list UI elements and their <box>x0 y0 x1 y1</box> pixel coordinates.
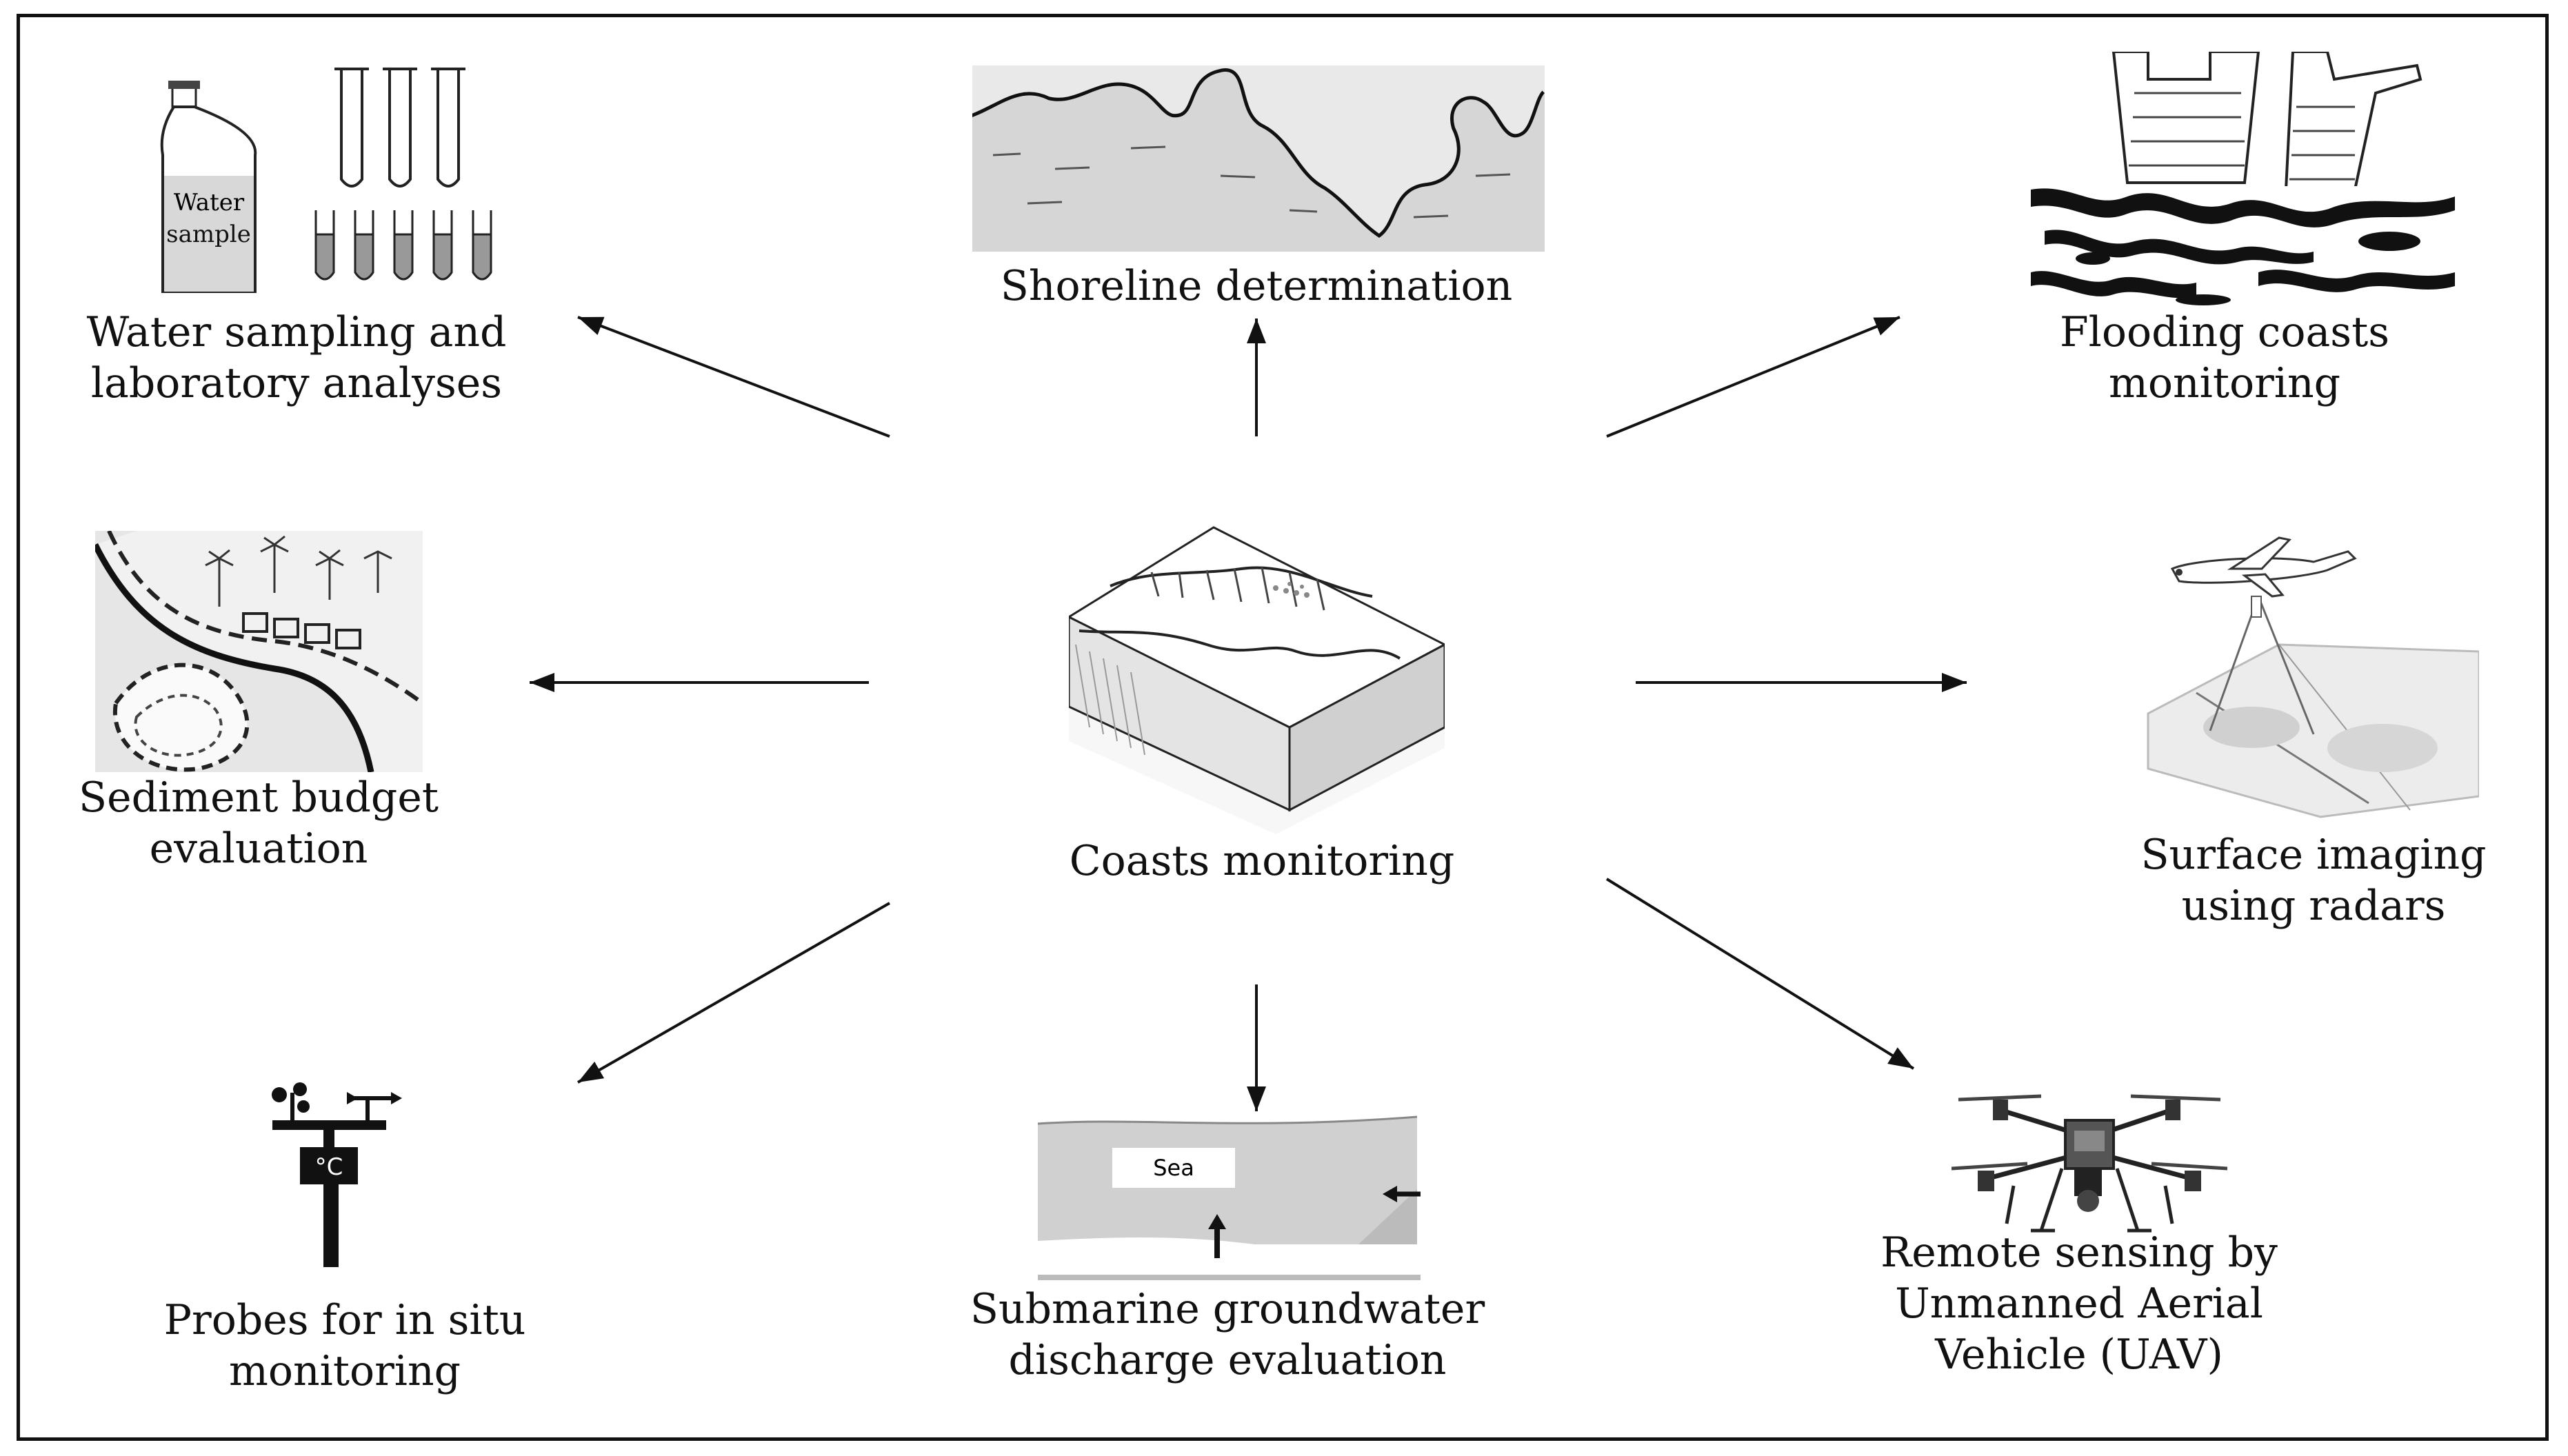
sea-label: Sea <box>1153 1155 1194 1181</box>
sediment-image <box>95 531 423 772</box>
water-bottle-and-test-tubes-icon: Water <box>160 68 492 293</box>
label-line: Coasts monitoring <box>1069 837 1455 885</box>
probes-label: Probes for in situ monitoring <box>164 1295 526 1397</box>
probes-image: °C <box>265 1082 403 1268</box>
arrow-to-probes <box>577 902 890 1084</box>
arrow-to-uav <box>1605 878 1915 1070</box>
label-line: using radars <box>2181 882 2446 930</box>
radar-label: Surface imaging using radars <box>2140 829 2486 931</box>
label-line: monitoring <box>2108 359 2341 407</box>
label-line: Unmanned Aerial <box>1895 1280 2263 1328</box>
label-line: Shoreline determination <box>1000 262 1513 310</box>
label-line: discharge evaluation <box>1008 1336 1447 1384</box>
label-line: Surface imaging <box>2140 831 2487 879</box>
center-image <box>1069 520 1445 834</box>
sediment-label: Sediment budget evaluation <box>79 772 439 874</box>
drone-icon <box>1952 1094 2227 1233</box>
groundwater-cross-section-icon: Sea <box>1037 1115 1421 1280</box>
temperature-display: °C <box>315 1153 343 1181</box>
coastal-block-diagram-icon <box>1069 526 1445 834</box>
shoreline-map-icon <box>972 68 1545 252</box>
arrow-to-flooding <box>1606 316 1900 438</box>
label-line: Vehicle (UAV) <box>1935 1331 2223 1379</box>
center-label: Coasts monitoring <box>1070 836 1455 887</box>
flooded-coast-icon <box>2031 52 2455 307</box>
label-line: laboratory analyses <box>90 359 503 407</box>
water-sampling-image: Water sample <box>159 65 517 293</box>
label-line: Water sampling and <box>86 308 507 356</box>
label-line: monitoring <box>228 1347 461 1395</box>
shoreline-label: Shoreline determination <box>1001 261 1512 312</box>
uav-image <box>1952 1082 2227 1241</box>
label-line: Submarine groundwater <box>970 1285 1485 1333</box>
shoreline-image <box>972 65 1545 252</box>
weather-station-icon: °C <box>272 1082 402 1267</box>
sediment-map-icon <box>95 531 423 772</box>
flooding-label: Flooding coasts monitoring <box>2060 307 2389 409</box>
diagram-frame <box>17 14 2549 1441</box>
arrow-to-water-sampling <box>577 316 890 438</box>
label-line: evaluation <box>149 825 368 873</box>
groundwater-label: Submarine groundwater discharge evaluati… <box>970 1284 1485 1386</box>
label-line: Remote sensing by <box>1880 1228 2278 1277</box>
radar-airplane-icon <box>2147 536 2479 818</box>
water-sampling-label: Water sampling and laboratory analyses <box>87 307 507 409</box>
uav-label: Remote sensing by Unmanned Aerial Vehicl… <box>1880 1227 2278 1380</box>
label-line: Probes for in situ <box>163 1296 526 1344</box>
label-line: Sediment budget <box>79 774 439 822</box>
bottle-label-water: Water <box>174 189 245 216</box>
flooding-image <box>2031 52 2455 307</box>
radar-image <box>2141 527 2479 824</box>
groundwater-image: Sea <box>1034 1113 1424 1286</box>
label-line: Flooding coasts <box>2060 308 2389 356</box>
bottle-label-sample: sample <box>166 221 251 248</box>
